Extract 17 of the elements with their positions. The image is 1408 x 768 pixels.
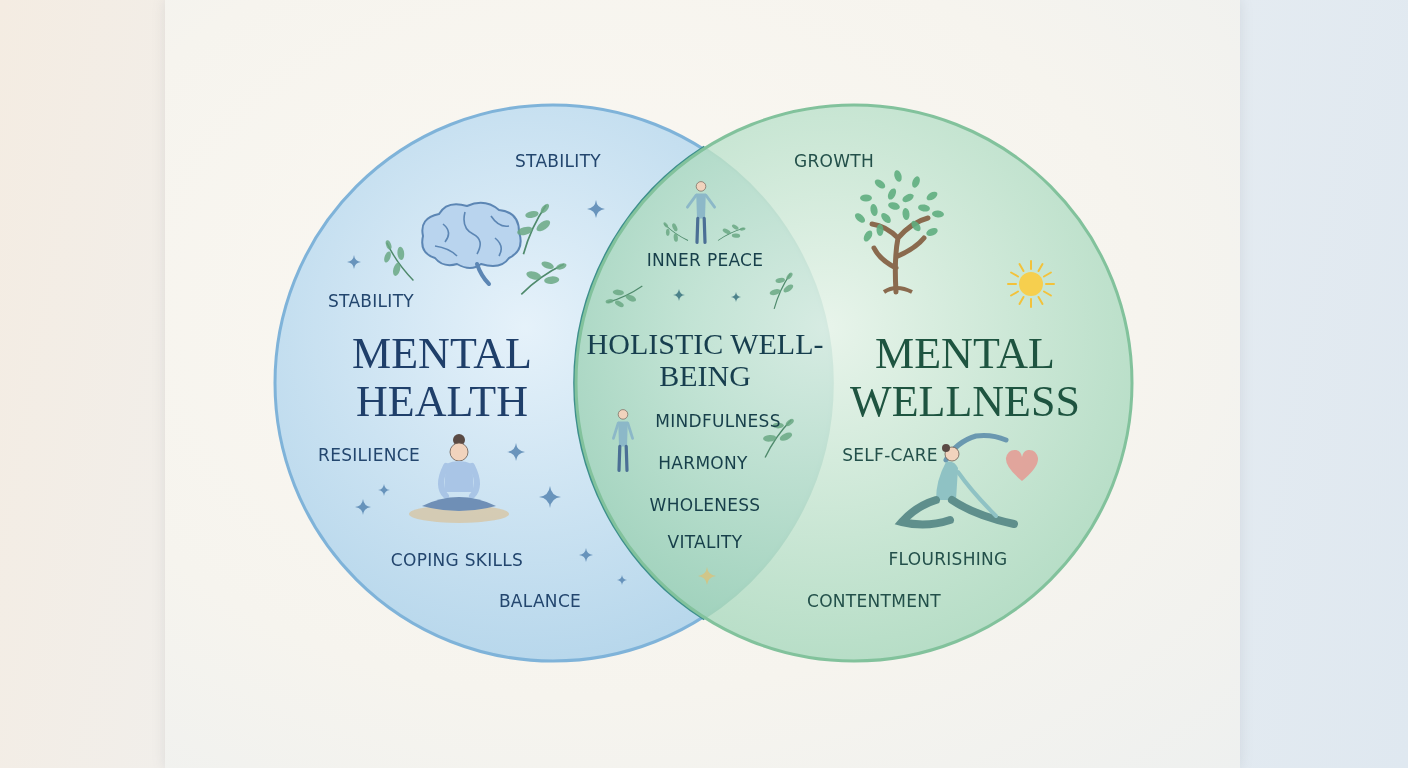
keyword-label: GROWTH (793, 151, 875, 171)
circle-title: MENTAL WELLNESS (849, 330, 1081, 426)
keyword-label: RESILIENCE (318, 445, 420, 465)
keyword-label: COPING SKILLS (390, 550, 524, 570)
keyword-label: INNER PEACE (646, 250, 764, 270)
circle-title: HOLISTIC WELL-BEING (585, 327, 825, 393)
keyword-label: CONTENTMENT (807, 591, 941, 611)
keyword-label: VITALITY (667, 532, 743, 552)
keyword-label: STABILITY (327, 291, 415, 311)
keyword-label: HARMONY (658, 453, 748, 473)
circle-title: MENTAL HEALTH (351, 330, 533, 426)
keyword-label: SELF-CARE (842, 445, 938, 465)
keyword-label: WHOLENESS (649, 495, 761, 515)
keyword-label: MINDFULNESS (655, 411, 781, 431)
keyword-label: STABILITY (514, 151, 602, 171)
keyword-label: BALANCE (498, 591, 582, 611)
keyword-label: FLOURISHING (888, 549, 1008, 569)
